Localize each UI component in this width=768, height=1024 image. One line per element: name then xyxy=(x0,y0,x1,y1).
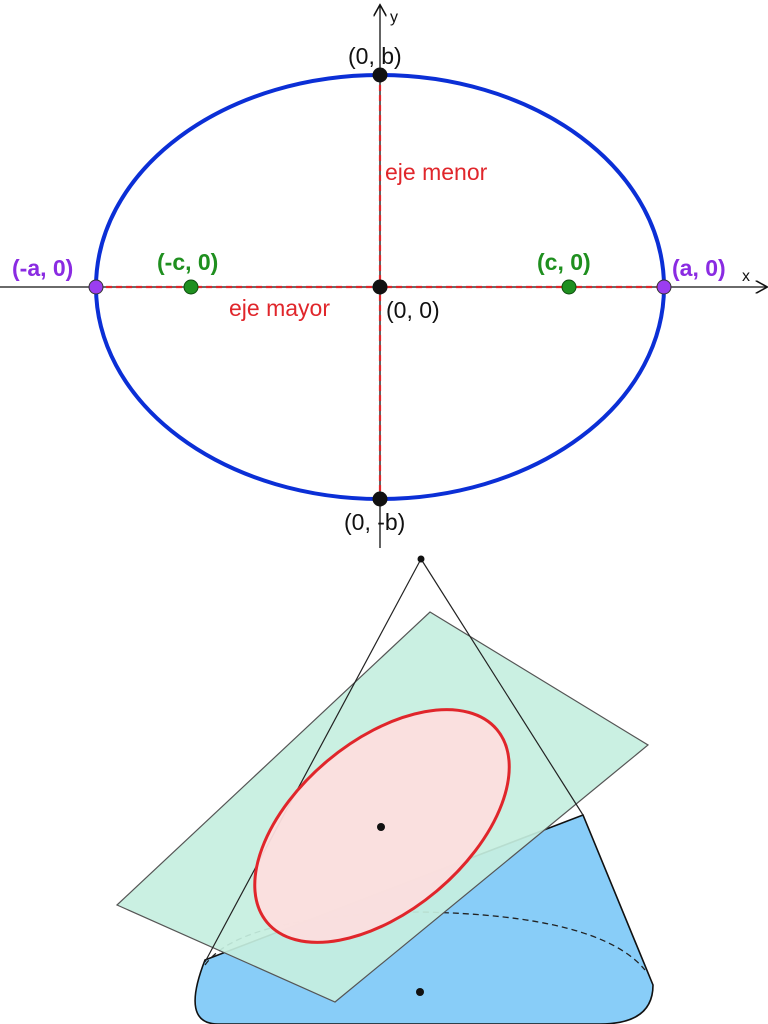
left-focus-label: (-c, 0) xyxy=(157,249,218,275)
cone-left-generatrix xyxy=(204,558,422,963)
bottom-vertex-point xyxy=(372,491,388,507)
section-center-point xyxy=(377,823,385,831)
left-vertex-point xyxy=(88,279,104,295)
bottom-vertex-label: (0, -b) xyxy=(344,509,405,535)
right-vertex-point xyxy=(656,279,672,295)
left-vertex-label: (-a, 0) xyxy=(12,255,73,281)
cone-right-generatrix xyxy=(420,558,584,816)
center-point xyxy=(372,279,388,295)
cone-plane-diagram xyxy=(115,555,654,1024)
left-focus-point xyxy=(183,279,199,295)
right-vertex-label: (a, 0) xyxy=(672,255,726,281)
base-center-point xyxy=(416,988,424,996)
x-axis-name: x xyxy=(742,268,750,285)
top-vertex-point xyxy=(372,67,388,83)
ellipse-diagram: x y eje menor eje mayor (0, b) (0, -b) (… xyxy=(0,6,766,548)
cone-apex-point xyxy=(417,555,425,563)
right-focus-label: (c, 0) xyxy=(537,249,591,275)
top-vertex-label: (0, b) xyxy=(348,43,402,69)
right-focus-point xyxy=(561,279,577,295)
center-label: (0, 0) xyxy=(386,297,440,323)
minor-axis-label: eje menor xyxy=(385,159,488,185)
major-axis-label: eje mayor xyxy=(229,295,330,321)
y-axis-name: y xyxy=(390,9,398,26)
